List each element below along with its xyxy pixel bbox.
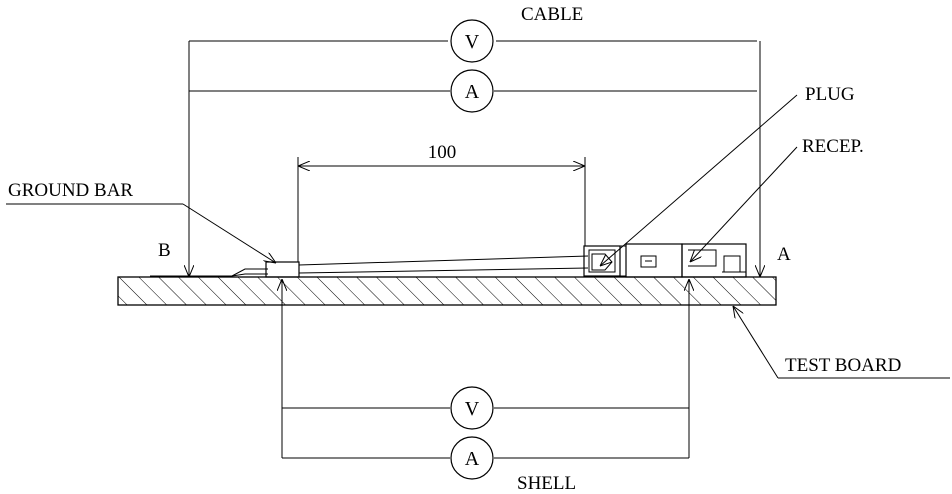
recep-callout: RECEP. <box>690 136 864 262</box>
cable-circuit: CABLE V A <box>189 4 760 277</box>
test-board <box>117 276 777 306</box>
plug-connector <box>583 245 626 277</box>
plug-label: PLUG <box>805 84 855 105</box>
ground-bar-callout: GROUND BAR <box>6 180 276 263</box>
receptacle-connector <box>625 243 747 278</box>
cable-label: CABLE <box>521 4 583 25</box>
recep-label: RECEP. <box>802 136 864 157</box>
point-a-label: A <box>777 244 791 265</box>
cable-voltmeter: V <box>450 19 494 63</box>
cable-assembly <box>150 255 589 278</box>
test-board-callout: TEST BOARD <box>733 306 950 379</box>
shell-label: SHELL <box>517 473 576 494</box>
shell-ammeter-symbol: A <box>465 448 480 470</box>
shell-voltmeter: V <box>450 386 494 430</box>
shell-voltmeter-symbol: V <box>465 398 480 420</box>
shell-circuit: V A SHELL <box>282 279 689 494</box>
shell-ammeter: A <box>450 436 494 480</box>
cable-ammeter: A <box>450 69 494 113</box>
ground-bar <box>265 261 300 278</box>
plug-callout: PLUG <box>600 84 855 266</box>
dimension-100: 100 <box>297 142 586 262</box>
ground-bar-label: GROUND BAR <box>8 180 133 201</box>
cable-voltmeter-symbol: V <box>465 31 480 53</box>
test-board-label: TEST BOARD <box>785 355 901 376</box>
cable-ammeter-symbol: A <box>465 81 480 103</box>
dimension-value: 100 <box>428 142 457 163</box>
point-b-label: B <box>158 240 171 261</box>
